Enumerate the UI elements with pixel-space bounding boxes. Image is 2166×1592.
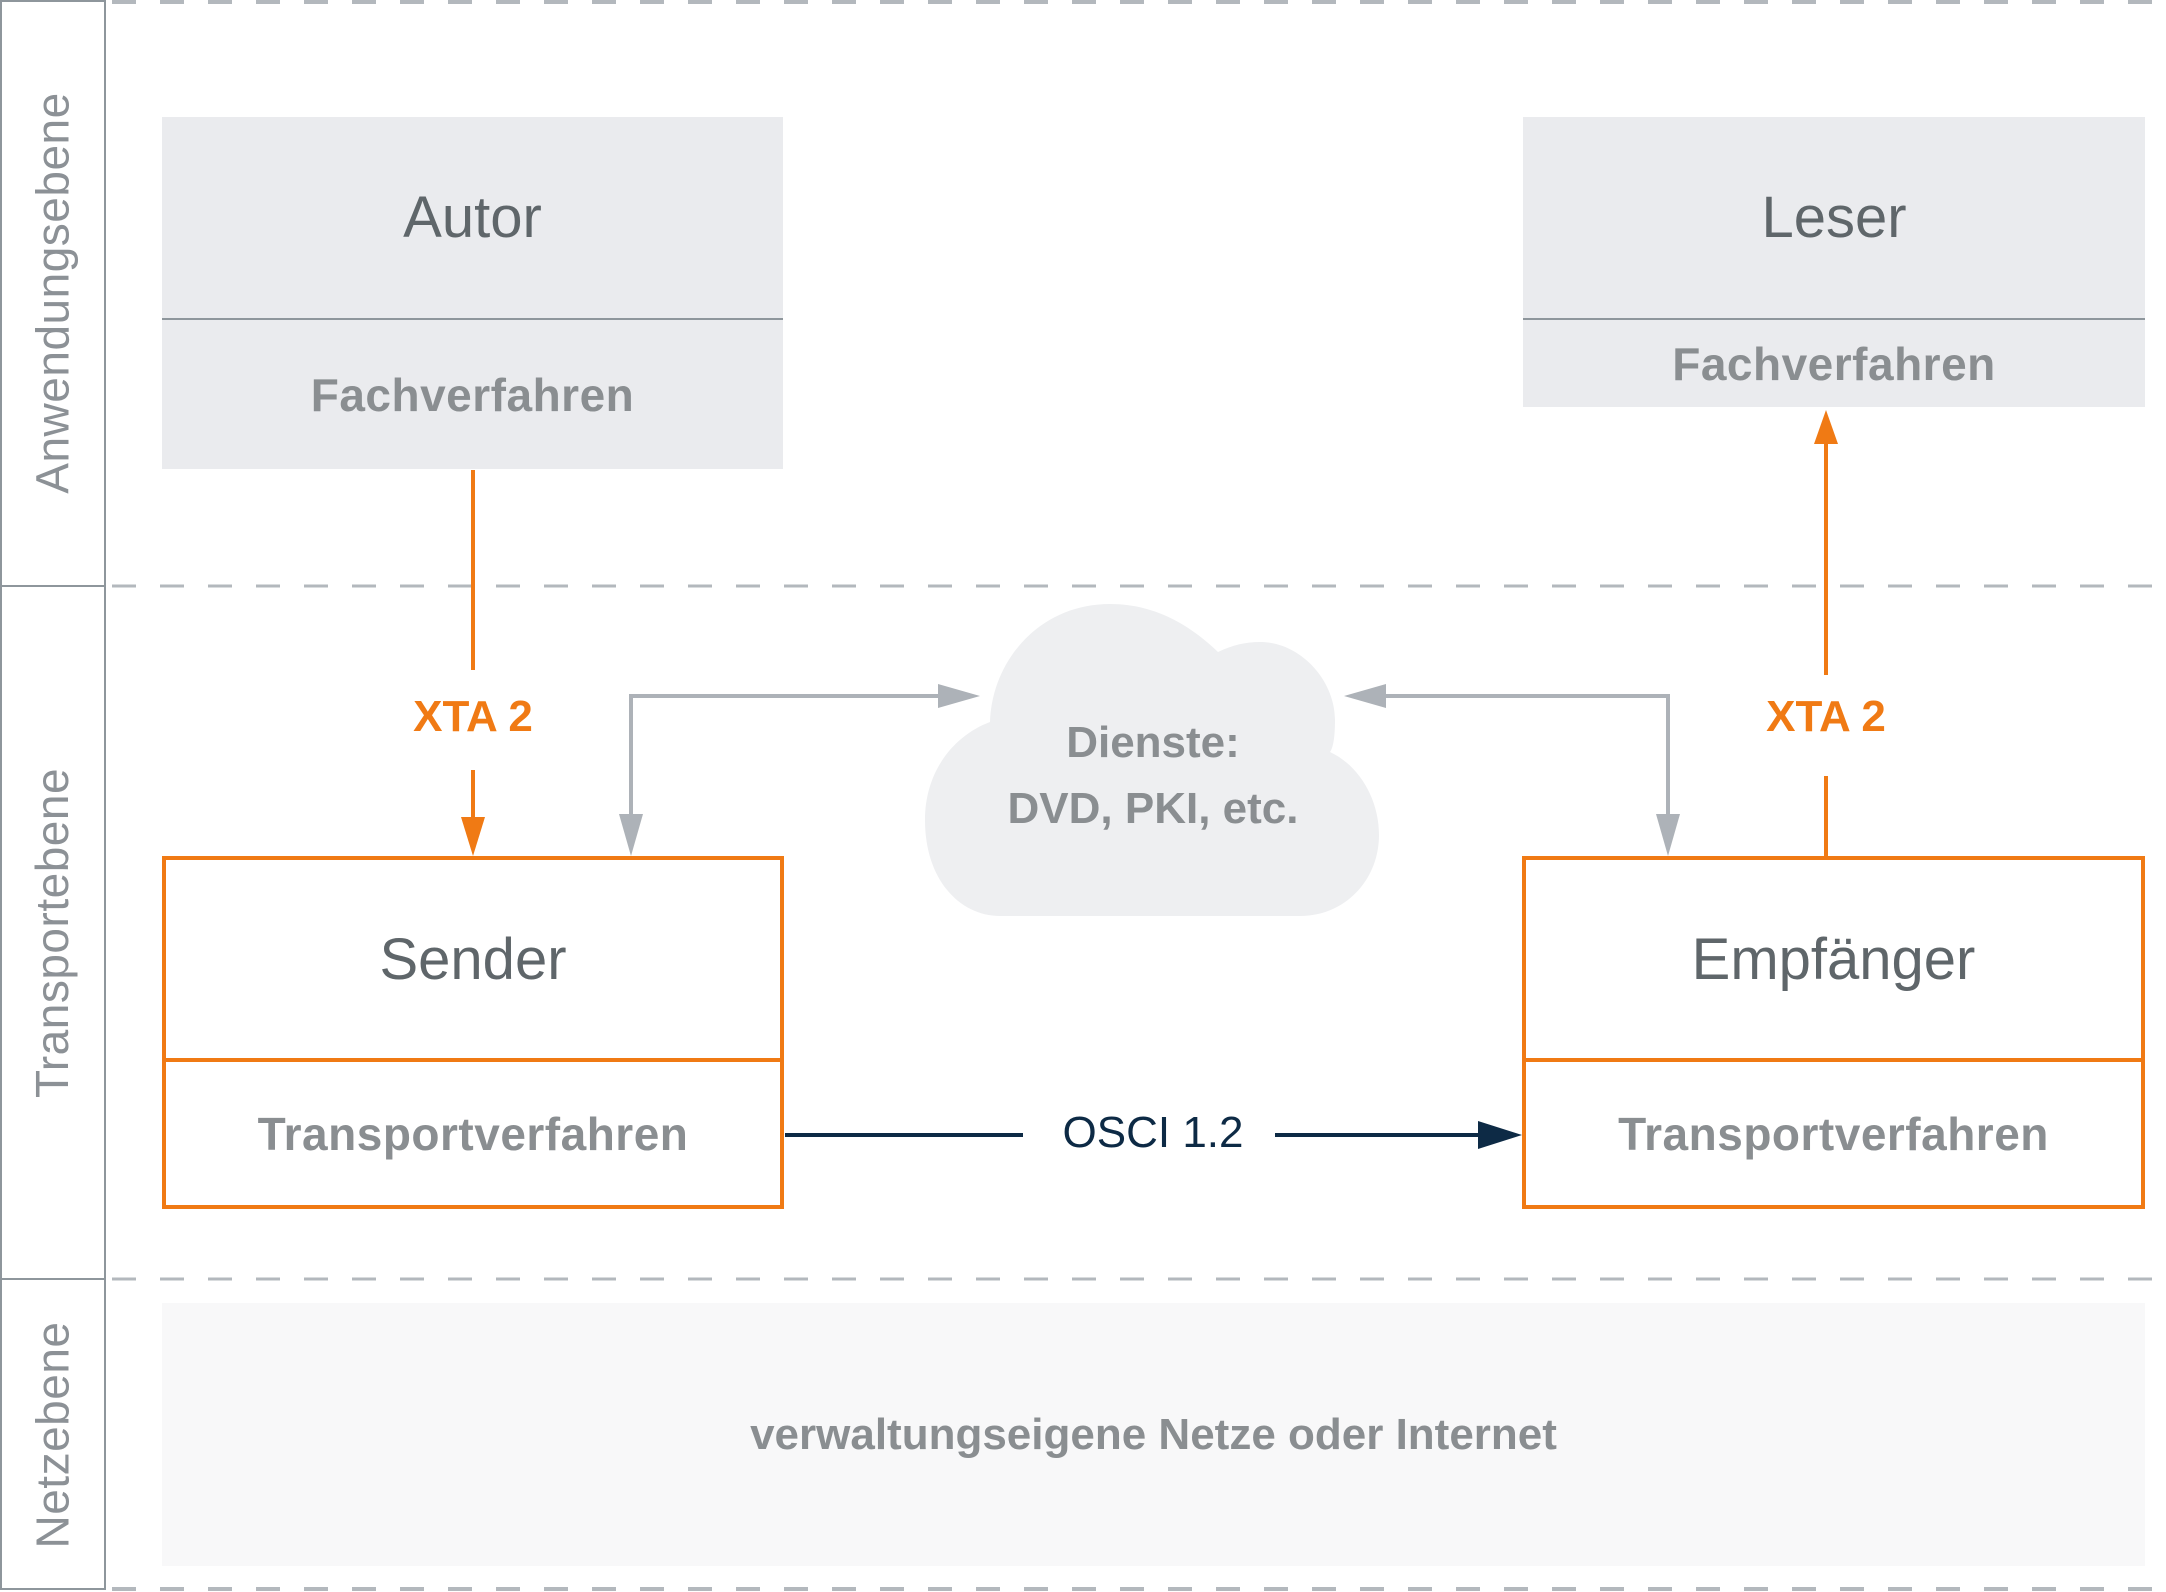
arrow-up-icon (1814, 410, 1838, 444)
reader-divider (1523, 318, 2145, 320)
services-cloud-icon (925, 604, 1379, 916)
lane-column-frame (0, 0, 106, 1590)
reader-box[interactable]: Leser Fachverfahren (1523, 117, 2145, 407)
sender-title-cell: Sender (166, 860, 780, 1058)
reader-subtitle-cell: Fachverfahren (1523, 320, 2145, 407)
services-title: Dienste: (1066, 718, 1240, 767)
sender-divider (166, 1058, 780, 1062)
services-connector-left (629, 694, 945, 818)
author-title-cell: Autor (162, 117, 783, 318)
arrow-left-icon (1344, 684, 1386, 708)
services-list: DVD, PKI, etc. (1007, 784, 1299, 833)
receiver-subtitle-cell: Transportverfahren (1526, 1062, 2141, 1205)
author-box[interactable]: Autor Fachverfahren (162, 117, 783, 469)
receiver-title: Empfänger (1691, 926, 1976, 992)
sender-title: Sender (379, 926, 567, 992)
arrow-right-icon (938, 684, 980, 708)
author-title: Autor (403, 185, 542, 250)
sender-subtitle-cell: Transportverfahren (166, 1062, 780, 1205)
lane-label-text: Netzebene (26, 1321, 79, 1548)
network-box: verwaltungseigene Netze oder Internet (162, 1303, 2145, 1566)
lane-label-text: Anwendungsebene (26, 92, 79, 494)
receiver-box[interactable]: Empfänger Transportverfahren (1522, 856, 2145, 1209)
xta-label-right: XTA 2 (1766, 692, 1886, 741)
lane-label-transport: Transportebene (0, 586, 105, 1279)
author-divider (162, 318, 783, 320)
author-subtitle-cell: Fachverfahren (162, 320, 783, 469)
arrow-down-icon (1656, 814, 1680, 856)
lane-label-text: Transportebene (26, 767, 79, 1098)
sender-subtitle: Transportverfahren (257, 1107, 689, 1160)
osci-label: OSCI 1.2 (1062, 1108, 1244, 1157)
author-subtitle: Fachverfahren (310, 368, 635, 421)
receiver-divider (1526, 1058, 2141, 1062)
receiver-subtitle: Transportverfahren (1618, 1107, 2049, 1160)
reader-title: Leser (1761, 185, 1907, 250)
services-cloud-label: Dienste: DVD, PKI, etc. (1008, 710, 1299, 842)
arrow-right-icon (1478, 1121, 1522, 1149)
network-label: verwaltungseigene Netze oder Internet (750, 1409, 1557, 1459)
xta-label-left: XTA 2 (413, 692, 533, 741)
reader-subtitle: Fachverfahren (1672, 337, 1996, 390)
reader-title-cell: Leser (1523, 117, 2145, 318)
services-connector-right (1380, 694, 1670, 818)
arrow-down-icon (461, 817, 485, 856)
lane-label-application: Anwendungsebene (0, 0, 105, 586)
sender-box[interactable]: Sender Transportverfahren (162, 856, 784, 1209)
receiver-title-cell: Empfänger (1526, 860, 2141, 1058)
arrow-down-icon (619, 814, 643, 856)
lane-label-network: Netzebene (0, 1279, 105, 1590)
